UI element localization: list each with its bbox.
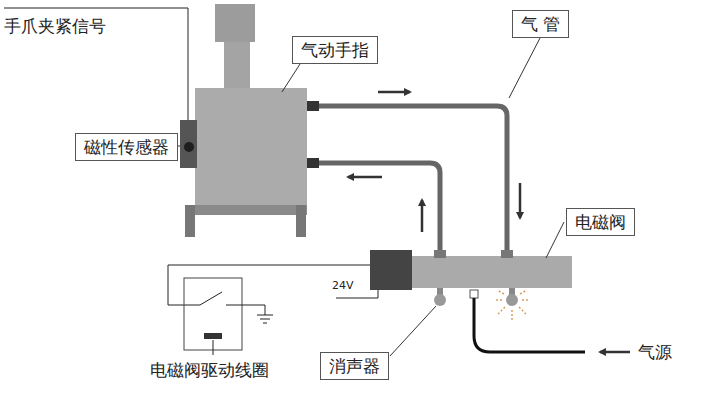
label-holder: 电磁阀驱动线圈: [150, 359, 269, 381]
leader-line: [178, 38, 564, 356]
coil-label: 电磁阀驱动线圈: [150, 360, 269, 380]
callout-box: 气 管: [512, 10, 569, 38]
callout-box: 电磁阀: [566, 208, 635, 236]
callout-box: 消声器: [320, 352, 389, 380]
air-tube: [319, 106, 507, 252]
callout-text: 气 管: [521, 14, 560, 34]
signal-wire: [4, 8, 188, 120]
flow-arrow: [348, 92, 520, 232]
voltage-label: 24V: [332, 279, 354, 292]
air-source-hose: [474, 298, 585, 352]
label-holder: 手爪夹紧信号: [4, 15, 106, 37]
callout-text: 消声器: [329, 356, 380, 376]
source-arrow: [600, 351, 630, 354]
label-holder: 气源: [638, 341, 672, 363]
exhaust-rays: [494, 290, 530, 320]
source-label: 气源: [638, 342, 672, 362]
solenoid-valve: [370, 250, 572, 298]
callout-text: 气动手指: [301, 40, 369, 60]
callout-text: 电磁阀: [575, 212, 626, 232]
signal-label: 手爪夹紧信号: [4, 16, 106, 36]
label-holder: 24V: [332, 279, 354, 293]
magnetic-sensor: [180, 120, 197, 168]
callout-box: 气动手指: [292, 36, 378, 64]
callout-box: 磁性传感器: [75, 133, 178, 161]
callout-text: 磁性传感器: [84, 137, 169, 157]
muffler: [434, 288, 518, 306]
drive-circuit: [168, 265, 378, 355]
drive-coil: [204, 333, 222, 339]
